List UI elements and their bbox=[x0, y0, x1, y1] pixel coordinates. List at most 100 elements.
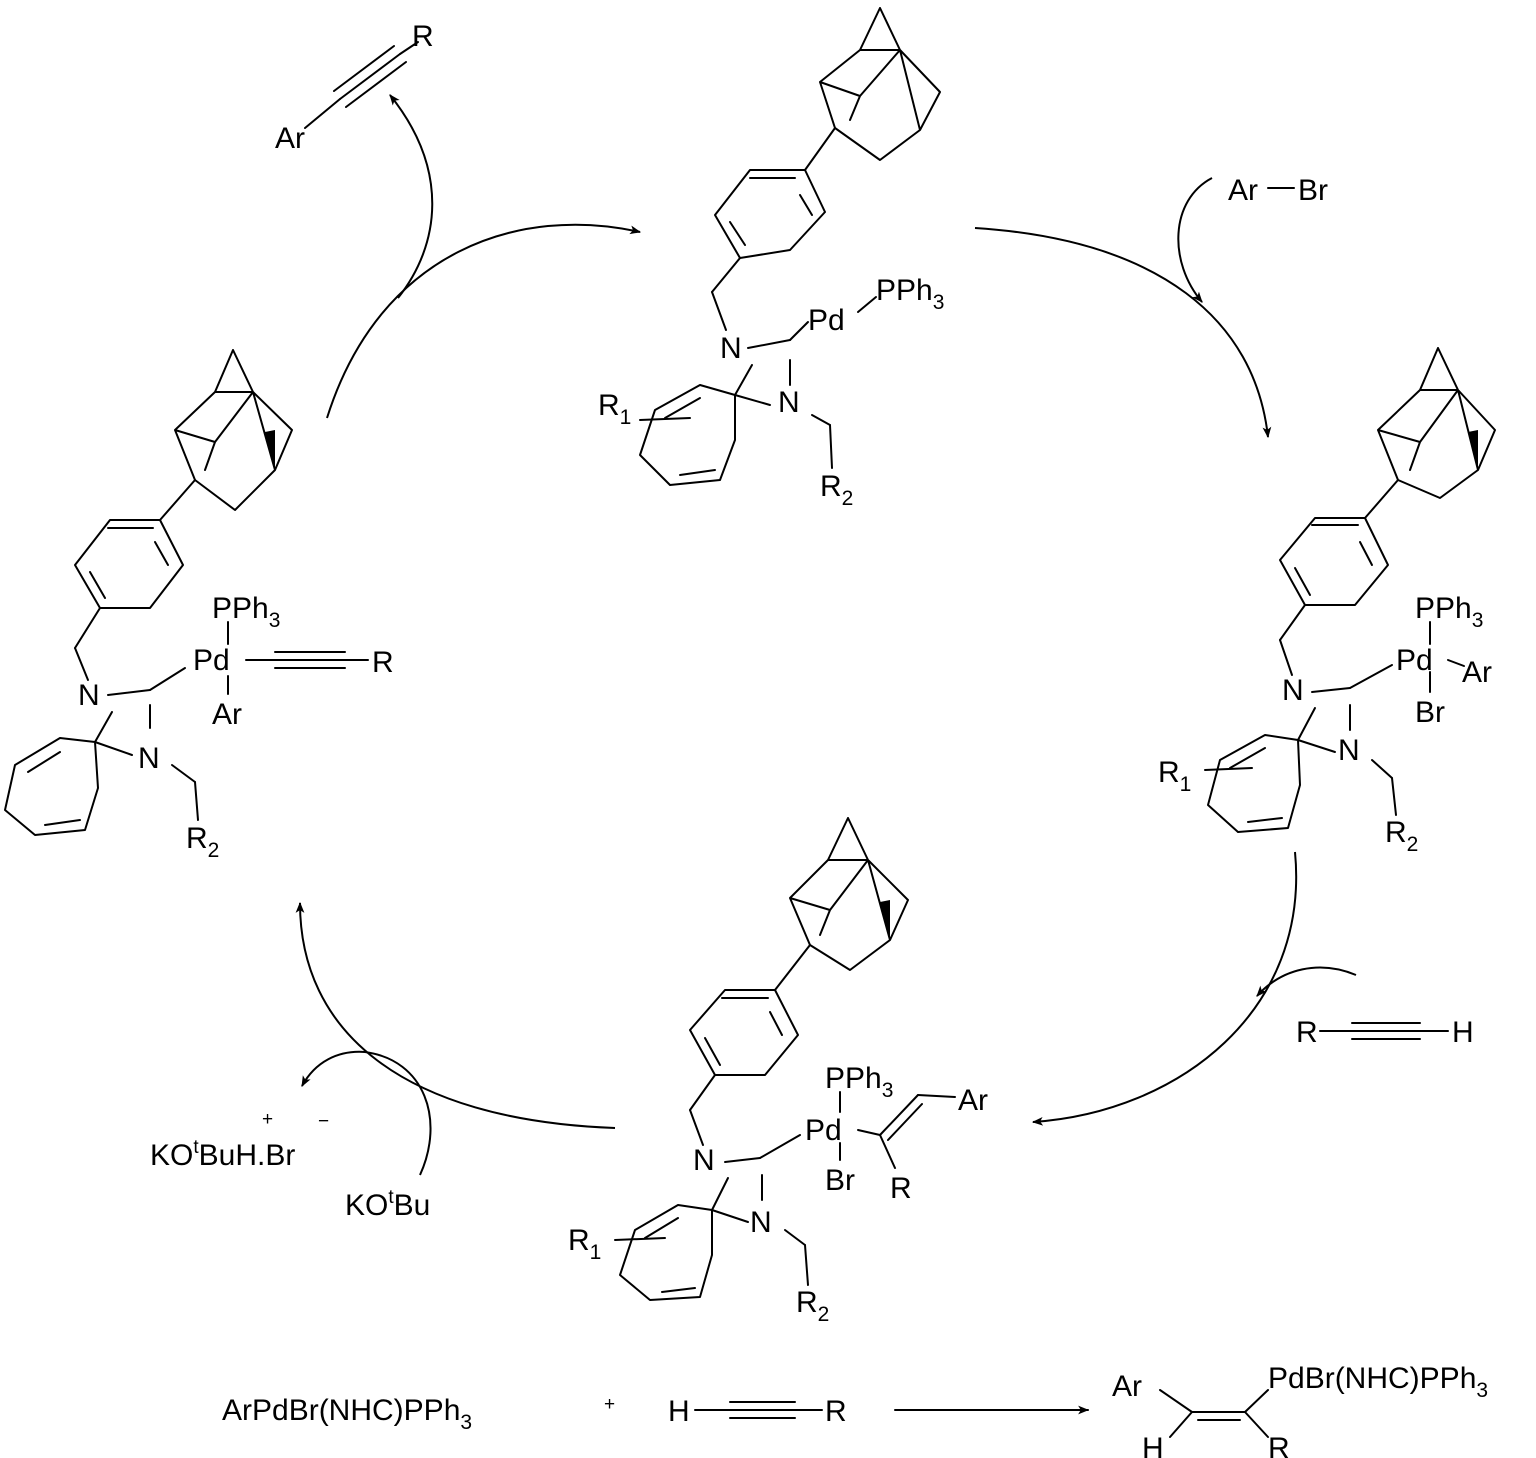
bond-ch2-ring bbox=[1279, 604, 1306, 641]
imidazole-ring bbox=[94, 689, 151, 756]
bond-r1 bbox=[639, 417, 691, 421]
side-product-h: H bbox=[1142, 1432, 1164, 1458]
alkyne-triple-c bbox=[345, 61, 407, 108]
left-pph3: PPh3 bbox=[212, 592, 280, 632]
phenylene-ring bbox=[1279, 517, 1389, 606]
alkyne-r: R bbox=[1296, 1016, 1318, 1049]
arbr-br: Br bbox=[1298, 174, 1328, 207]
top-n-upper: N bbox=[720, 332, 742, 365]
right-br: Br bbox=[1415, 696, 1445, 729]
benzo-ring bbox=[639, 384, 736, 486]
side-reactant: ArPdBr(NHC)PPh3 bbox=[222, 1394, 472, 1434]
stereo-wedge bbox=[1468, 430, 1478, 470]
bond-r1 bbox=[1204, 767, 1253, 771]
vinyl-to-r bbox=[879, 1134, 896, 1169]
bottom-complex: N N Pd PPh3 Br Ar R R1 R2 bbox=[568, 817, 988, 1326]
imidazole-ring bbox=[1297, 687, 1351, 753]
product-ar: Ar bbox=[275, 122, 305, 155]
byproduct-salt: KOtBuH.Br bbox=[150, 1137, 295, 1172]
side-product-r: R bbox=[1268, 1432, 1290, 1458]
bond-ch2-ring bbox=[689, 1074, 716, 1111]
phenylene-ring bbox=[714, 169, 826, 259]
adamantyl-cage bbox=[1377, 347, 1496, 499]
alkyne-h: H bbox=[1452, 1016, 1474, 1049]
side-product-ar-bond bbox=[1159, 1389, 1193, 1413]
product-alkyne: Ar R bbox=[275, 20, 434, 155]
right-n-lower: N bbox=[1338, 734, 1360, 767]
bond-aryl-adamantane bbox=[159, 479, 196, 521]
right-r1: R1 bbox=[1158, 756, 1191, 796]
vinyl-double-a bbox=[879, 1094, 919, 1136]
left-n-upper: N bbox=[78, 679, 100, 712]
bond-n-ch2 bbox=[1371, 759, 1393, 779]
alkyne-bond-2 bbox=[399, 41, 419, 55]
right-pph3: PPh3 bbox=[1415, 592, 1483, 632]
arrow-top-to-right bbox=[974, 227, 1272, 439]
bond-pd-p bbox=[857, 296, 877, 313]
bond-ch2-n bbox=[711, 291, 727, 331]
side-alkyne-h: H bbox=[668, 1395, 690, 1428]
bottom-n-upper: N bbox=[693, 1144, 715, 1177]
top-pd: Pd bbox=[808, 304, 845, 337]
bond-n-ch2 bbox=[784, 1229, 806, 1246]
side-product-h-bond bbox=[1169, 1411, 1193, 1438]
bottom-r1: R1 bbox=[568, 1224, 601, 1264]
benzo-ring bbox=[1207, 734, 1301, 833]
left-r: R bbox=[372, 646, 394, 679]
base-kotbu: KOtBu bbox=[345, 1187, 430, 1222]
right-pd: Pd bbox=[1396, 644, 1433, 677]
bottom-pd: Pd bbox=[805, 1114, 842, 1147]
bottom-r2: R2 bbox=[796, 1286, 829, 1326]
stereo-wedge bbox=[265, 430, 275, 470]
alkyne-bond-1 bbox=[304, 98, 341, 129]
bond-ch2-r2 bbox=[804, 1244, 809, 1286]
side-plus: + bbox=[604, 1394, 615, 1415]
bottom-pph3: PPh3 bbox=[825, 1062, 893, 1102]
arrow-left-to-top bbox=[326, 223, 642, 419]
bond-aryl-adamantane bbox=[1364, 479, 1399, 519]
adamantyl-cage bbox=[789, 817, 909, 971]
side-product-pd: PdBr(NHC)PPh3 bbox=[1268, 1362, 1488, 1402]
bond-aryl-adamantane bbox=[804, 127, 836, 171]
alkyne-triple-b bbox=[333, 45, 395, 92]
arrow-alkyne-in bbox=[1256, 966, 1357, 997]
product-r: R bbox=[412, 20, 434, 53]
bond-ch2-n bbox=[74, 647, 89, 681]
alkyne-reagent: R H bbox=[1296, 1016, 1474, 1049]
arrow-arbr-in bbox=[1177, 177, 1213, 303]
bottom-n-lower: N bbox=[750, 1206, 772, 1239]
alkyne-triple-a bbox=[339, 53, 401, 100]
imidazole-ring bbox=[711, 1157, 763, 1223]
bond-ch2-r2 bbox=[829, 424, 833, 469]
right-r2: R2 bbox=[1385, 816, 1418, 856]
arbr-ar: Ar bbox=[1228, 174, 1258, 207]
bond-ch2-ring bbox=[711, 257, 741, 293]
left-n-lower: N bbox=[138, 742, 160, 775]
vinyl-double-b bbox=[887, 1103, 923, 1141]
top-r2: R2 bbox=[820, 470, 853, 510]
top-pph3: PPh3 bbox=[876, 274, 944, 314]
phenylene-ring bbox=[689, 989, 799, 1076]
byproduct-plus: + bbox=[262, 1109, 273, 1130]
bond-aryl-adamantane bbox=[774, 944, 811, 991]
bond-ch2-ring bbox=[74, 607, 101, 649]
base-reagent: KOtBu bbox=[345, 1187, 430, 1222]
vinyl-to-ar bbox=[917, 1094, 956, 1098]
adamantyl-cage bbox=[174, 349, 293, 511]
side-product-ar: Ar bbox=[1112, 1370, 1142, 1403]
bond-ch2-r2 bbox=[1391, 777, 1397, 816]
imidazole-ring bbox=[734, 339, 791, 406]
bond-pd-vinyl bbox=[857, 1129, 881, 1136]
bond-n-ch2 bbox=[171, 764, 196, 783]
bottom-br: Br bbox=[825, 1164, 855, 1197]
benzo-ring bbox=[4, 737, 99, 836]
benzo-ring bbox=[619, 1204, 713, 1301]
bond-ch2-r2 bbox=[194, 781, 199, 821]
top-n-lower: N bbox=[778, 386, 800, 419]
bond-carbene-pd bbox=[789, 321, 809, 341]
bond-ch2-n bbox=[1279, 639, 1293, 676]
bond-pd-ar bbox=[1447, 659, 1465, 667]
side-product-pd-bond bbox=[1244, 1389, 1269, 1413]
phenylene-ring bbox=[74, 519, 184, 609]
